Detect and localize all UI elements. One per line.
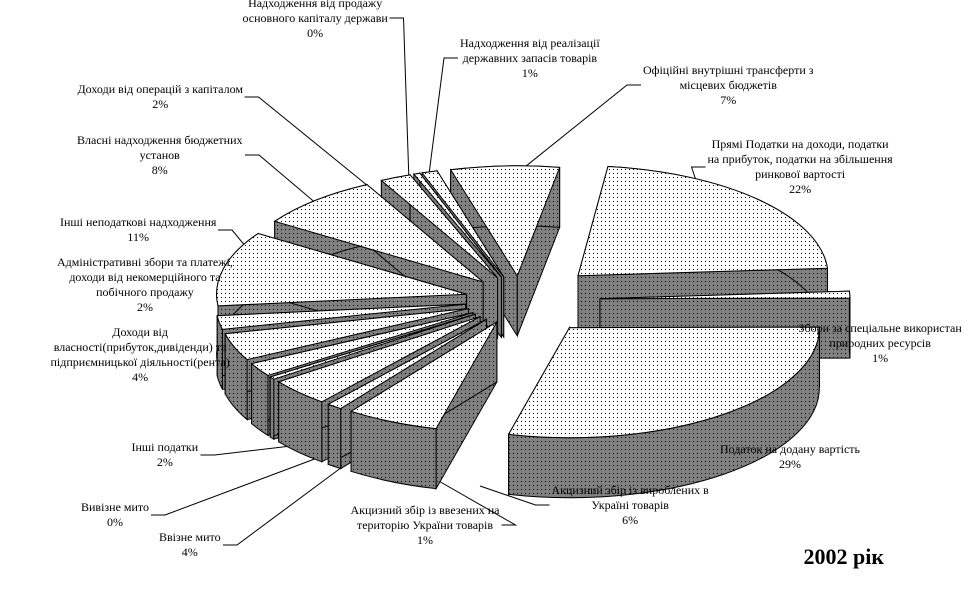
slice-label-line: основного капіталу держави — [242, 10, 388, 25]
pie-slice-top — [421, 170, 505, 278]
slice-percent: 22% — [789, 182, 812, 196]
slice-label-line: Доходи від — [112, 325, 168, 339]
leader-line-12 — [244, 96, 401, 213]
slice-label-line: Акцизний збір із вироблених в — [551, 482, 709, 497]
slice-label-line: Акцизний збір із ввезених на — [350, 502, 500, 517]
chart-title: 2002 рік — [803, 544, 884, 569]
slice-percent: 7% — [720, 92, 737, 107]
pie-slice-top — [380, 174, 498, 279]
pie-slice-top — [327, 318, 487, 410]
pie-slice-top — [412, 172, 502, 278]
slice-label-line: Адміністративні збори та платежі, — [57, 255, 233, 269]
leader-line-5 — [223, 449, 366, 546]
slice-label-line: доходи від некомерційного та — [69, 270, 221, 284]
slice-label-line: державних запасів товарів — [462, 50, 598, 65]
slice-label-line: Збори за спеціальне використан — [798, 320, 962, 335]
slice-percent: 1% — [872, 350, 889, 365]
leader-line-4 — [429, 475, 518, 526]
pie-slice-top — [224, 307, 469, 361]
pie-slice-top — [250, 312, 474, 377]
slice-label-line: побічного продажу — [96, 285, 194, 299]
pie-slices — [216, 165, 851, 499]
slice-label-line: Вивізне мито — [81, 500, 150, 514]
slice-percent: 0% — [307, 25, 324, 40]
slice-label-line: Надходження від продажу — [248, 0, 383, 10]
slice-label-line: Надходження від реалізації — [460, 35, 600, 50]
pie-slice-top — [349, 321, 498, 430]
slice-percent: 4% — [181, 545, 198, 559]
slice-percent: 1% — [521, 65, 538, 80]
leader-line-3 — [479, 485, 550, 506]
slice-percent: 2% — [156, 455, 173, 469]
pie-slice-2 — [507, 325, 820, 499]
pie-slice-3 — [349, 320, 498, 491]
slice-label-line: Податок на додану вартість — [720, 442, 861, 456]
slice-label-line: місцевих бюджетів — [679, 77, 777, 92]
slice-label-line: Власні надходження бюджетних — [77, 132, 243, 147]
slice-label-line: власності(прибуток,дивіденди) та — [53, 340, 227, 354]
slice-label-line: Україні товарів — [591, 497, 669, 512]
slice-label-line: Прямі Податки на доходи, податки — [711, 137, 889, 151]
slice-label-line: підприємницької діяльності(рента) — [50, 355, 230, 369]
slice-percent: 2% — [152, 97, 169, 111]
pie-slice-rim — [327, 403, 342, 470]
slice-label-line: Інші податки — [131, 440, 199, 454]
slice-label-line: на прибуток, податки на збільшення — [707, 152, 893, 166]
slice-label-9: Адміністративні збори та платежі,доходи … — [57, 255, 233, 315]
slice-label-line: природних ресурсів — [829, 335, 931, 350]
slice-percent: 1% — [417, 532, 433, 547]
leader-line-14 — [424, 57, 458, 206]
slice-label-line: ринкової вартості — [755, 167, 846, 181]
pie-slice-top — [449, 165, 561, 277]
slice-label-line: територію України товарів — [356, 517, 494, 532]
pie-slice-top — [216, 303, 466, 330]
leader-line-13 — [389, 17, 411, 213]
pie-slice-rim — [269, 376, 275, 441]
slice-label-line: установ — [139, 147, 180, 162]
leader-line-15 — [489, 84, 641, 196]
pie-slice-top — [577, 166, 829, 277]
pie-slice-top — [216, 232, 467, 307]
slice-percent: 29% — [779, 457, 801, 471]
slice-percent: 2% — [136, 300, 153, 314]
slice-percent: 11% — [127, 230, 149, 244]
pie-slice-top — [273, 184, 484, 283]
pie-slice-top — [507, 326, 820, 439]
slice-label-line: Доходи від операцій з капіталом — [77, 82, 243, 96]
leader-lines — [151, 17, 797, 546]
slice-percent: 0% — [107, 515, 123, 529]
slice-percent: 6% — [622, 512, 639, 527]
slice-label-line: Ввізне мито — [159, 530, 221, 544]
slice-percent: 4% — [132, 370, 149, 384]
leader-line-6 — [151, 444, 353, 516]
slice-percent: 8% — [151, 162, 168, 177]
slice-label-line: Офіційні внутрішні трансферти з — [643, 62, 814, 77]
pie-slice-top — [599, 290, 851, 300]
pie-slice-top — [277, 316, 481, 403]
slice-label-line: Інші неподаткові надходження — [60, 215, 217, 229]
pie-slice-top — [269, 313, 476, 380]
